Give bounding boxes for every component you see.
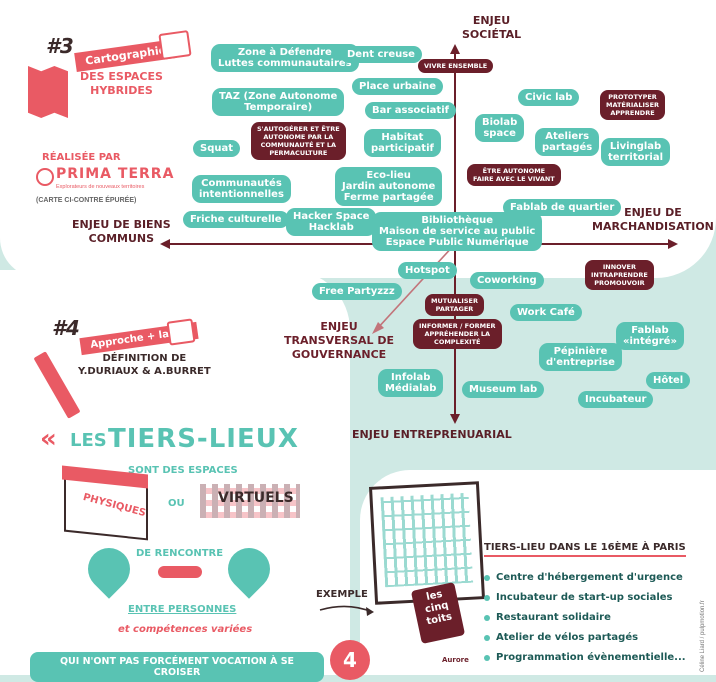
pill-biolab: Biolab space (475, 114, 525, 142)
pill-coworking: Coworking (470, 272, 544, 289)
pill-dent-creuse: Dent creuse (340, 46, 422, 63)
axis-diagonal-label: ENJEU TRANSVERSAL DE GOUVERNANCE (284, 320, 395, 361)
map-note: (CARTE CI-CONTRE ÉPURÉE) (36, 197, 137, 204)
rencontre-label: DE RENCONTRE (136, 548, 224, 559)
brand-name: PRIMA TERRA (56, 166, 175, 182)
pill-pepiniere: Pépinière d'entreprise (539, 343, 622, 371)
building-photo (368, 481, 486, 605)
section3-number: #3 (46, 34, 74, 58)
list-item: Centre d'hébergement d'urgence (484, 572, 686, 583)
list-item: Restaurant solidaire (484, 612, 686, 623)
pill-fablab-integre: Fablab «intégré» (616, 322, 684, 350)
section4-subtitle: DÉFINITION DE Y.DURIAUX & A.BURRET (78, 353, 211, 377)
tag-vivre-ensemble: VIVRE ENSEMBLE (418, 59, 494, 73)
example-list: Centre d'hébergement d'urgence Incubateu… (484, 572, 686, 672)
number-badge: 4 (330, 640, 370, 680)
pill-free-party: Free Partyzzz (312, 283, 402, 300)
bullet-icon (484, 594, 490, 601)
tag-informer: INFORMER / FORMER APPRÉHENDER LA COMPLEX… (413, 319, 502, 349)
pill-communautes: Communautés intentionnelles (192, 175, 291, 203)
entre-personnes: ENTRE PERSONNES (128, 604, 237, 615)
sont-des-espaces: SONT DES ESPACES (128, 465, 238, 476)
example-heading: TIERS-LIEU DANS LE 16ÈME À PARIS (484, 542, 686, 557)
competences-label: et compétences variées (118, 624, 253, 635)
exemple-arrow (319, 605, 374, 616)
pill-habitat: Habitat participatif (364, 129, 441, 157)
section3-subtitle: DES ESPACES HYBRIDES (80, 70, 163, 97)
axis-bottom-label: ENJEU ENTREPRENUARIAL (352, 428, 512, 441)
pill-ateliers: Ateliers partagés (535, 128, 600, 156)
pill-infolab: Infolab Médialab (378, 369, 444, 397)
pill-hotel: Hôtel (646, 372, 691, 389)
ou-label: OU (168, 498, 185, 509)
tag-etre-autonome: ÊTRE AUTONOME FAIRE AVEC LE VIVANT (467, 164, 561, 186)
pill-work-cafe: Work Café (510, 304, 582, 321)
bottom-banner: QUI N'ONT PAS FORCÉMENT VOCATION À SE CR… (30, 652, 324, 682)
title-tiers-lieux: TIERS-LIEUX (108, 424, 299, 454)
bullet-icon (484, 654, 490, 661)
virtuels-label: VIRTUELS (218, 490, 294, 506)
pill-fablab-quartier: Fablab de quartier (503, 199, 622, 216)
pill-museum-lab: Museum lab (462, 381, 545, 398)
list-item-text: Centre d'hébergement d'urgence (496, 572, 683, 583)
pill-hotspot: Hotspot (398, 262, 457, 279)
pill-squat: Squat (193, 140, 241, 157)
pill-taz: TAZ (Zone Autonome Temporaire) (212, 88, 345, 116)
brand-tagline: Explorateurs de nouveaux territoires (56, 184, 145, 190)
axis-right-label: ENJEU DE MARCHANDISATION (592, 206, 714, 233)
bullet-icon (484, 634, 490, 641)
pill-friche: Friche culturelle (183, 211, 289, 228)
building-drawing (380, 492, 474, 588)
pill-livinglab: Livinglab territorial (601, 138, 671, 166)
list-item-text: Restaurant solidaire (496, 612, 611, 623)
aurore-logo: Aurore (442, 656, 469, 664)
bullet-icon (484, 574, 490, 581)
axis-top-label: ENJEU SOCIÉTAL (462, 14, 522, 41)
title-les: LES (70, 430, 107, 451)
tag-prototyper: PROTOTYPER MATÉRIALISER APPRENDRE (600, 90, 666, 120)
section4-number: #4 (52, 316, 80, 340)
realisee-par: RÉALISÉE PAR (42, 152, 121, 163)
pill-bibliotheque: Bibliothèque Maison de service au public… (372, 212, 543, 251)
pill-eco-lieu: Eco-lieu Jardin autonome Ferme partagée (335, 167, 443, 206)
list-item: Atelier de vélos partagés (484, 632, 686, 643)
handshake-icon (158, 566, 202, 578)
pill-civic-lab: Civic lab (518, 89, 580, 106)
axis-left-label: ENJEU DE BIENS COMMUNS (72, 218, 171, 245)
prima-terra-logo (36, 168, 54, 186)
credit: Céline Liard / pulpmotion.fr (700, 600, 706, 672)
exemple-label: EXEMPLE (316, 589, 368, 600)
pixel-blocks (200, 484, 300, 518)
pill-incubateur: Incubateur (578, 391, 654, 408)
bullet-icon (484, 614, 490, 621)
book-icon (166, 318, 196, 346)
pill-place-urbaine: Place urbaine (352, 78, 443, 95)
tag-innover: INNOVER INTRAPRENDRE PROMOUVOIR (585, 260, 654, 290)
list-item-text: Programmation évènementielle... (496, 652, 686, 663)
list-item: Incubateur de start-up sociales (484, 592, 686, 603)
list-item: Programmation évènementielle... (484, 652, 686, 663)
map-icon (28, 66, 68, 118)
pill-bar-associatif: Bar associatif (365, 102, 456, 119)
pill-zad: Zone à Défendre Luttes communautaires (211, 44, 359, 72)
tag-autogerer: S'AUTOGÉRER ET ÊTRE AUTONOME PAR LA COMM… (251, 122, 346, 160)
list-item-text: Incubateur de start-up sociales (496, 592, 673, 603)
tag-mutualiser: MUTUALISER PARTAGER (425, 294, 484, 316)
quote-mark: « (40, 424, 57, 454)
list-item-text: Atelier de vélos partagés (496, 632, 639, 643)
pill-hacker-space: Hacker Space Hacklab (286, 208, 377, 236)
